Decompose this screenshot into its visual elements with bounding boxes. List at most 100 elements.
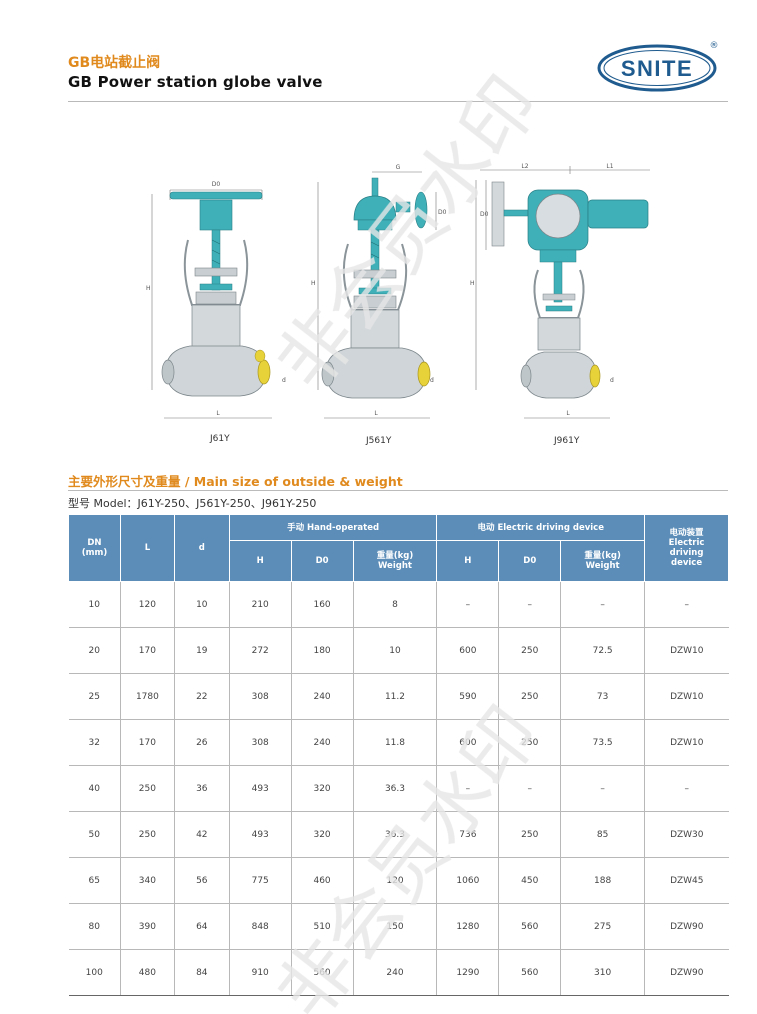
table-cell: 560 bbox=[498, 903, 561, 950]
table-cell: 310 bbox=[560, 949, 645, 996]
table-cell: – bbox=[644, 581, 729, 628]
table-cell: 150 bbox=[352, 903, 437, 950]
header-d: d bbox=[173, 514, 230, 582]
table-cell: 73.5 bbox=[560, 719, 645, 766]
table-cell: 240 bbox=[290, 719, 354, 766]
table-cell: 40 bbox=[68, 765, 121, 812]
table-cell: 240 bbox=[352, 949, 437, 996]
header-hand-weight: 重量(kg) Weight bbox=[352, 540, 438, 582]
header-electric-driving: 电动 Electric driving device bbox=[436, 514, 646, 541]
table-cell: 510 bbox=[290, 903, 354, 950]
table-cell: DZW30 bbox=[644, 811, 729, 858]
table-cell: 600 bbox=[436, 627, 499, 674]
j61y-dim-d0: D0 bbox=[212, 181, 221, 188]
table-cell: 272 bbox=[228, 627, 292, 674]
j61y-dim-d: d bbox=[282, 377, 286, 384]
j961y-dim-l1: L1 bbox=[606, 163, 613, 170]
table-cell: 600 bbox=[436, 719, 499, 766]
header-electric-device: 电动装置 Electric driving device bbox=[644, 514, 729, 582]
table-cell: 250 bbox=[498, 627, 561, 674]
table-cell: 250 bbox=[119, 811, 175, 858]
table-cell: 64 bbox=[173, 903, 230, 950]
drawing-j561y: H G D0 L d J561Y bbox=[311, 164, 447, 446]
table-cell: 210 bbox=[228, 581, 292, 628]
table-cell: 120 bbox=[352, 857, 437, 904]
table-cell: 56 bbox=[173, 857, 230, 904]
table-cell: 250 bbox=[498, 673, 561, 720]
table-cell: – bbox=[560, 765, 645, 812]
header-hand-h: H bbox=[228, 540, 292, 582]
table-cell: DZW45 bbox=[644, 857, 729, 904]
j61y-dim-l: L bbox=[216, 410, 220, 417]
table-cell: 72.5 bbox=[560, 627, 645, 674]
table-cell: 25 bbox=[68, 673, 121, 720]
table-cell: 188 bbox=[560, 857, 645, 904]
table-cell: 36 bbox=[173, 765, 230, 812]
table-cell: 493 bbox=[228, 765, 292, 812]
header-hand-d0: D0 bbox=[290, 540, 354, 582]
registered-mark: ® bbox=[710, 41, 719, 51]
table-cell: 775 bbox=[228, 857, 292, 904]
table-cell: 390 bbox=[119, 903, 175, 950]
table-cell: – bbox=[498, 765, 561, 812]
table-cell: 50 bbox=[68, 811, 121, 858]
table-cell: 170 bbox=[119, 719, 175, 766]
header-dn: DN (mm) bbox=[68, 514, 121, 582]
table-cell: – bbox=[560, 581, 645, 628]
table-cell: 10 bbox=[352, 627, 437, 674]
table-cell: 180 bbox=[290, 627, 354, 674]
j961y-dim-d: d bbox=[610, 377, 614, 384]
table-cell: DZW90 bbox=[644, 903, 729, 950]
model-line: 型号 Model：J61Y-250、J561Y-250、J961Y-250 bbox=[68, 497, 317, 510]
drawing-j961y: L2 L1 D0 H L d J961Y bbox=[470, 163, 650, 446]
header-elec-d0: D0 bbox=[498, 540, 562, 582]
table-cell: 480 bbox=[119, 949, 175, 996]
table-cell: – bbox=[436, 581, 499, 628]
table-cell: 26 bbox=[173, 719, 230, 766]
table-cell: 36.3 bbox=[352, 765, 437, 812]
table-cell: – bbox=[436, 765, 499, 812]
logo-text: SNITE bbox=[621, 56, 693, 81]
table-cell: 736 bbox=[436, 811, 499, 858]
table-cell: 11.2 bbox=[352, 673, 437, 720]
table-cell: 250 bbox=[498, 719, 561, 766]
table-cell: 450 bbox=[498, 857, 561, 904]
table-cell: 560 bbox=[290, 949, 354, 996]
j561y-dim-d: d bbox=[430, 377, 434, 384]
j561y-dim-l: L bbox=[374, 410, 378, 417]
table-cell: 250 bbox=[119, 765, 175, 812]
header-elec-h: H bbox=[436, 540, 500, 582]
header-hand-operated: 手动 Hand-operated bbox=[228, 514, 438, 541]
table-cell: 590 bbox=[436, 673, 499, 720]
table-cell: DZW10 bbox=[644, 673, 729, 720]
table-cell: 320 bbox=[290, 765, 354, 812]
table-cell: 160 bbox=[290, 581, 354, 628]
table-cell: 84 bbox=[173, 949, 230, 996]
table-cell: 848 bbox=[228, 903, 292, 950]
caption-j961y: J961Y bbox=[553, 436, 580, 446]
table-cell: 493 bbox=[228, 811, 292, 858]
table-cell: 10 bbox=[68, 581, 121, 628]
table-cell: 340 bbox=[119, 857, 175, 904]
table-cell: 42 bbox=[173, 811, 230, 858]
table-cell: 80 bbox=[68, 903, 121, 950]
j961y-dim-d0: D0 bbox=[480, 211, 489, 218]
section-divider bbox=[68, 490, 728, 491]
table-cell: 460 bbox=[290, 857, 354, 904]
table-cell: 250 bbox=[498, 811, 561, 858]
table-cell: 120 bbox=[119, 581, 175, 628]
table-cell: 10 bbox=[173, 581, 230, 628]
table-cell: 65 bbox=[68, 857, 121, 904]
caption-j61y: J61Y bbox=[209, 434, 230, 444]
table-cell: 11.8 bbox=[352, 719, 437, 766]
table-cell: 1060 bbox=[436, 857, 499, 904]
table-cell: 308 bbox=[228, 673, 292, 720]
table-cell: 19 bbox=[173, 627, 230, 674]
